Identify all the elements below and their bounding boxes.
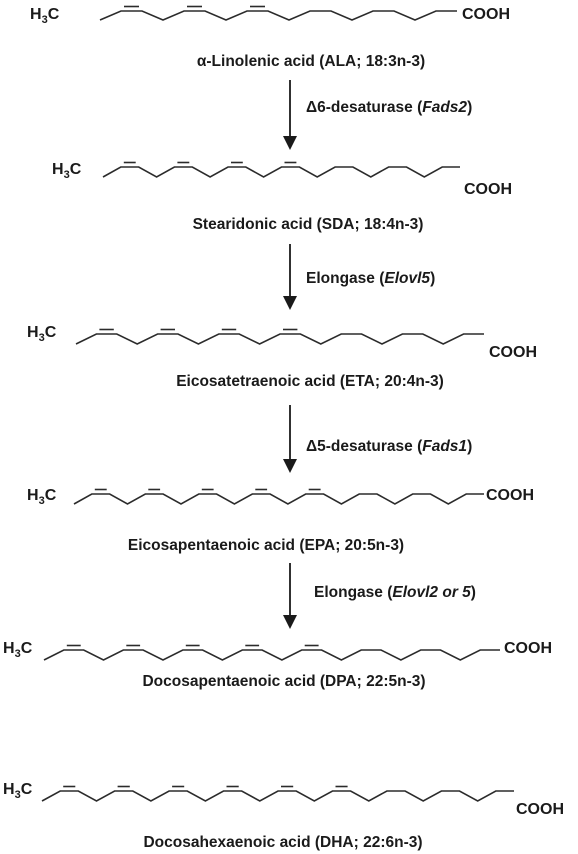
- compound-name: Docosapentaenoic acid (DPA; 22:5n-3): [142, 673, 425, 690]
- subscript-digit: 3: [42, 14, 48, 26]
- methyl-suffix: C: [45, 487, 57, 504]
- methyl-group-label: H3C: [27, 487, 57, 507]
- carboxyl-group-label: COOH: [462, 6, 510, 23]
- compound-eta: H3C COOH Eicosatetraenoic acid (ETA; 20:…: [27, 324, 537, 390]
- enzyme-name: Δ5-desaturase: [306, 438, 413, 455]
- carboxyl-group-label: COOH: [516, 801, 564, 818]
- enzyme-name: Elongase: [314, 584, 383, 601]
- methyl-carbon: H: [3, 781, 15, 798]
- enzyme-label: Elongase (Elovl2 or 5): [314, 584, 476, 601]
- compound-ala: H3C COOH α-Linolenic acid (ALA; 18:3n-3): [30, 5, 510, 70]
- enzyme-label: Δ5-desaturase (Fads1): [306, 438, 472, 455]
- carboxyl-group-label: COOH: [504, 640, 552, 657]
- subscript-digit: 3: [39, 495, 45, 507]
- gene-name: Fads2: [422, 99, 467, 116]
- carboxyl-group-label: COOH: [489, 344, 537, 361]
- arrow-head: [283, 296, 297, 310]
- compound-name: Docosahexaenoic acid (DHA; 22:6n-3): [143, 834, 422, 851]
- subscript-digit: 3: [64, 169, 70, 181]
- compound-sda: H3C COOH Stearidonic acid (SDA; 18:4n-3): [52, 161, 512, 233]
- methyl-suffix: C: [45, 324, 57, 341]
- carbon-chain: [75, 333, 484, 345]
- methyl-suffix: C: [21, 640, 33, 657]
- reaction-step-4: Elongase (Elovl2 or 5): [283, 563, 476, 629]
- methyl-carbon: H: [3, 640, 15, 657]
- arrow-head: [283, 136, 297, 150]
- methyl-carbon: H: [30, 6, 42, 23]
- carboxyl-group-label: COOH: [486, 487, 534, 504]
- carbon-chain: [73, 493, 484, 505]
- compound-name: Stearidonic acid (SDA; 18:4n-3): [193, 216, 424, 233]
- reaction-step-3: Δ5-desaturase (Fads1): [283, 405, 472, 473]
- compound-dpa: H3C COOH Docosapentaenoic acid (DPA; 22:…: [3, 640, 552, 690]
- methyl-suffix: C: [70, 161, 82, 178]
- methyl-group-label: H3C: [52, 161, 82, 181]
- compound-name: Eicosatetraenoic acid (ETA; 20:4n-3): [176, 373, 444, 390]
- methyl-group-label: H3C: [3, 781, 33, 801]
- enzyme-label: Δ6-desaturase (Fads2): [306, 99, 472, 116]
- methyl-group-label: H3C: [27, 324, 57, 344]
- enzyme-name: Δ6-desaturase: [306, 99, 413, 116]
- enzyme-name: Elongase: [306, 270, 375, 287]
- methyl-suffix: C: [21, 781, 33, 798]
- compound-epa: H3C COOH Eicosapentaenoic acid (EPA; 20:…: [27, 487, 534, 554]
- gene-name: Elovl5: [384, 270, 430, 287]
- subscript-digit: 3: [39, 332, 45, 344]
- methyl-group-label: H3C: [30, 6, 60, 26]
- subscript-digit: 3: [15, 648, 21, 660]
- methyl-suffix: C: [48, 6, 60, 23]
- carbon-chain: [41, 790, 514, 802]
- reaction-step-2: Elongase (Elovl5): [283, 244, 435, 310]
- gene-name: Fads1: [422, 438, 467, 455]
- arrow-head: [283, 615, 297, 629]
- arrow-head: [283, 459, 297, 473]
- methyl-carbon: H: [27, 324, 39, 341]
- carbon-chain: [43, 649, 500, 661]
- carbon-chain: [99, 10, 457, 21]
- subscript-digit: 3: [15, 789, 21, 801]
- compound-name: Eicosapentaenoic acid (EPA; 20:5n-3): [128, 537, 404, 554]
- enzyme-label: Elongase (Elovl5): [306, 270, 435, 287]
- compound-dha: H3C COOH Docosahexaenoic acid (DHA; 22:6…: [3, 781, 564, 851]
- reaction-step-1: Δ6-desaturase (Fads2): [283, 80, 472, 150]
- carbon-chain: [102, 166, 460, 178]
- methyl-carbon: H: [52, 161, 64, 178]
- carboxyl-group-label: COOH: [464, 181, 512, 198]
- gene-name: Elovl2 or 5: [392, 584, 471, 601]
- methyl-carbon: H: [27, 487, 39, 504]
- compound-name: α-Linolenic acid (ALA; 18:3n-3): [197, 53, 425, 70]
- methyl-group-label: H3C: [3, 640, 33, 660]
